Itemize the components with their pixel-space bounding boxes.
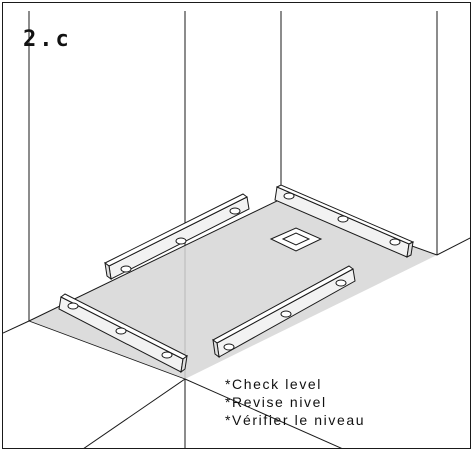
- spirit-level-back-left: [104, 193, 250, 281]
- note-spanish: *Revise nivel: [225, 394, 327, 410]
- instruction-notes: *Check level *Revise nivel *Vérifier le …: [225, 375, 365, 429]
- note-english: *Check level: [225, 376, 323, 392]
- square-drain-icon: [269, 227, 323, 252]
- diagram-frame: 2.c *Check level *Revise nivel *Vérifier…: [2, 2, 471, 449]
- note-french: *Vérifier le niveau: [225, 412, 366, 428]
- spirit-level-front-right: [212, 265, 356, 359]
- installation-illustration: [3, 11, 470, 448]
- step-label: 2.c: [23, 27, 72, 52]
- spirit-level-front-left: [58, 293, 188, 374]
- spirit-level-back-right: [274, 184, 415, 258]
